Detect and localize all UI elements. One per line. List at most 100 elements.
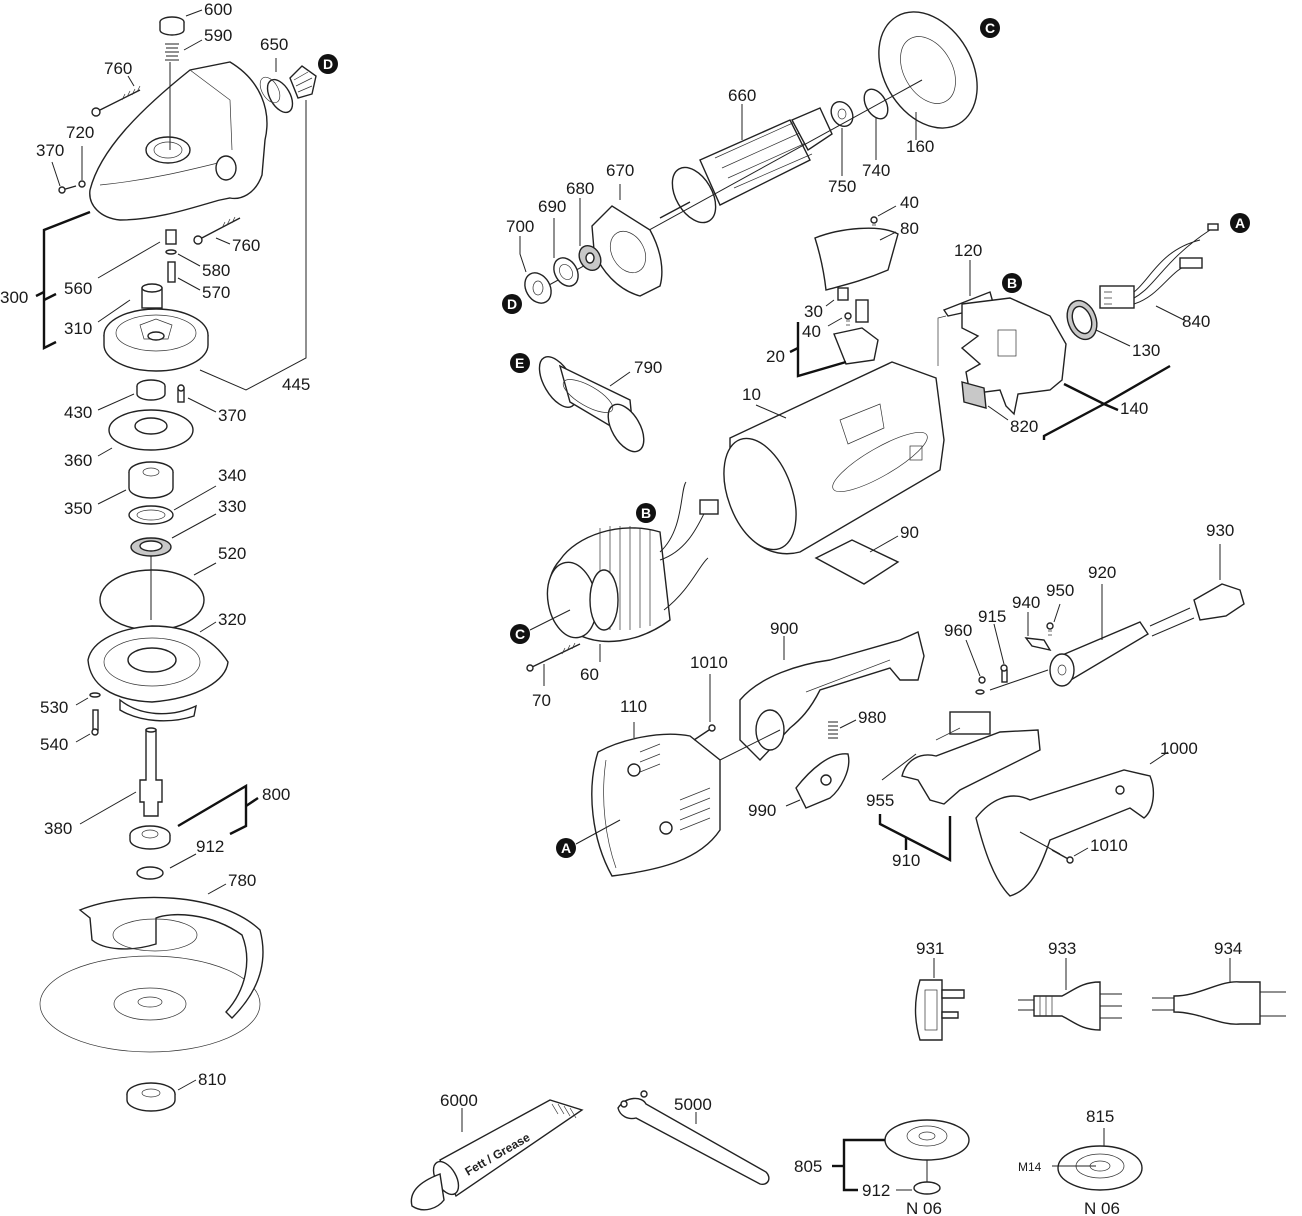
label-912-accessory: 912 [862,1181,890,1200]
label-840: 840 [1182,312,1210,331]
part-360: 360 [64,409,194,470]
bracket-800 [177,783,248,836]
connector-D-label: D [323,56,333,72]
label-310: 310 [64,319,92,338]
label-80: 80 [900,219,919,238]
label-760-upper: 760 [104,59,132,78]
label-820: 820 [1010,417,1038,436]
label-380: 380 [44,819,72,838]
part-140-board [960,297,1067,416]
label-810: 810 [198,1070,226,1089]
label-912-lower: 912 [196,837,224,856]
part-560: 560 [64,229,177,298]
label-60: 60 [580,665,599,684]
label-800: 800 [262,785,290,804]
label-680: 680 [566,179,594,198]
label-340: 340 [218,466,246,485]
label-130: 130 [1132,341,1160,360]
label-915: 915 [978,607,1006,626]
part-40-upper: 40 [870,193,919,234]
label-6000: 6000 [440,1091,478,1110]
label-740: 740 [862,161,890,180]
label-10: 10 [742,385,761,404]
label-760-lower: 760 [232,236,260,255]
part-80: 80 [814,219,919,291]
part-930: 930 [1149,521,1245,637]
plug-variants: 931 933 934 [914,939,1286,1041]
label-40-lower: 40 [802,322,821,341]
label-110: 110 [620,697,647,716]
grease-tube-6000: Fett / Grease 6000 [410,1091,584,1211]
label-370-upper: 370 [36,141,64,160]
label-570: 570 [202,283,230,302]
label-920: 920 [1088,563,1116,582]
part-590: 590 [165,26,232,61]
label-520: 520 [218,544,246,563]
label-445: 445 [282,375,310,394]
connector-C-top: C [980,18,1000,38]
label-330: 330 [218,497,246,516]
connector-A-cover-label: A [561,840,571,856]
label-160: 160 [906,137,934,156]
electronics-assembly: 40 80 30 40 20 120 [766,193,1250,440]
leader-445 [199,100,307,391]
label-20: 20 [766,347,785,366]
part-760-lower: 760 [193,216,260,255]
plug-934: 934 [1152,939,1286,1025]
part-650: 650 [259,35,294,114]
label-560: 560 [64,279,92,298]
part-90: 90 [814,523,919,585]
part-70: 70 [526,642,581,710]
part-700: 700 [506,217,552,304]
label-940: 940 [1012,593,1040,612]
label-930: 930 [1206,521,1234,540]
part-600: 600 [159,0,232,36]
part-10: 10 [723,361,945,555]
label-580: 580 [202,261,230,280]
part-340: 340 [128,466,246,525]
part-bevel-gear [103,308,209,372]
connector-C-label: C [985,20,995,36]
label-960: 960 [944,621,972,640]
connector-A-right: A [1230,213,1250,233]
armature-assembly: 160 C 740 750 660 [502,11,1000,314]
label-300: 300 [0,288,28,307]
part-switch [901,711,1041,805]
label-650: 650 [260,35,288,54]
label-350: 350 [64,499,92,518]
label-600: 600 [204,0,232,19]
connector-E-handle: E [510,353,530,373]
part-960: 960 [944,621,986,695]
label-900: 900 [770,619,798,638]
part-820: 820 [961,381,1038,436]
connector-D-armature: D [502,294,522,314]
part-380: 380 [44,727,163,838]
connector-A-right-label: A [1235,215,1245,231]
part-30: 30 [804,287,869,323]
bracket-20 [796,322,847,378]
label-690: 690 [538,197,566,216]
label-980: 980 [858,708,886,727]
label-670: 670 [606,161,634,180]
connector-D-armature-label: D [507,296,517,312]
label-540: 540 [40,735,68,754]
plug-933: 933 [1018,939,1122,1031]
part-920: 920 [1049,563,1149,687]
accessories: Fett / Grease 6000 5000 805 912 N 06 [410,1090,1143,1216]
label-n06-left: N 06 [906,1199,942,1216]
part-990: 990 [748,753,850,820]
connector-D-top: D [318,54,338,74]
connector-B-right: B [1002,273,1022,293]
part-pinion [289,65,317,99]
label-720: 720 [66,123,94,142]
part-940: 940 [1012,593,1052,652]
part-670: 670 [591,161,663,297]
part-gear-housing [89,61,268,221]
part-430: 430 [64,379,166,422]
label-950: 950 [1046,581,1074,600]
part-950: 950 [1046,581,1074,636]
nut-815: 815 M14 N 06 [1018,1107,1143,1216]
part-915: 915 [978,607,1008,683]
label-910: 910 [892,851,920,870]
